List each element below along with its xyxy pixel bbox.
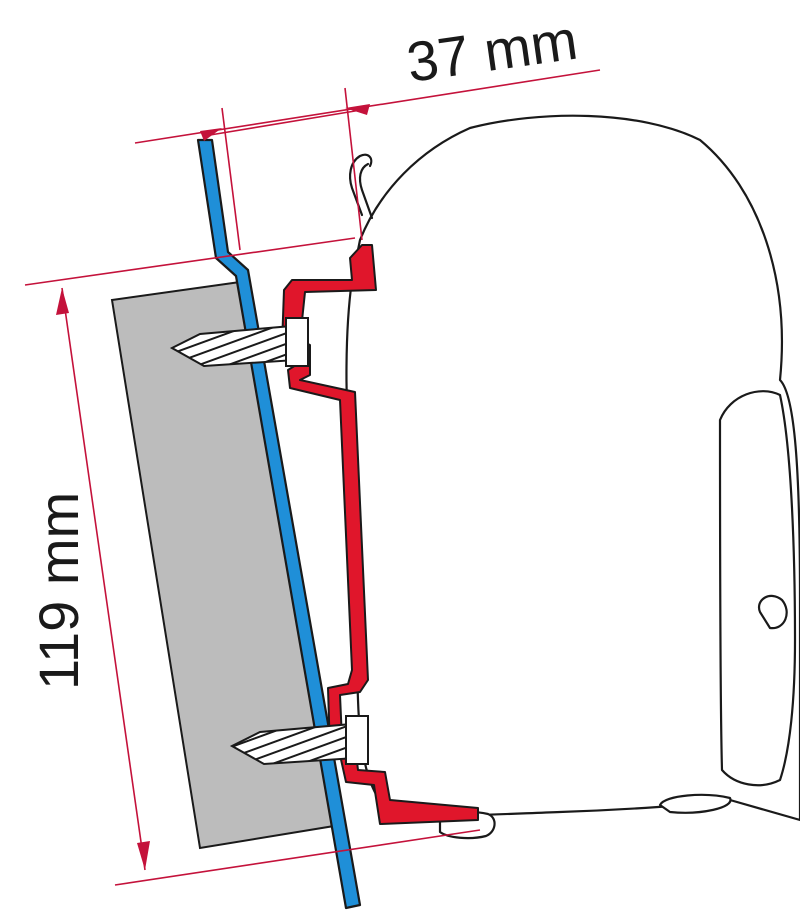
vehicle-wall <box>196 138 362 910</box>
width-label: 37 mm <box>403 8 581 94</box>
width-dimension <box>134 69 601 251</box>
upper-screw <box>169 317 309 368</box>
height-dimension <box>24 237 481 886</box>
end-cap <box>718 390 797 787</box>
bottom-round <box>658 793 732 814</box>
end-cap-notch <box>757 594 788 630</box>
lower-screw <box>229 715 369 766</box>
top-hook-inner <box>358 162 374 220</box>
top-hook <box>349 153 373 217</box>
height-label: 119 mm <box>27 492 90 690</box>
